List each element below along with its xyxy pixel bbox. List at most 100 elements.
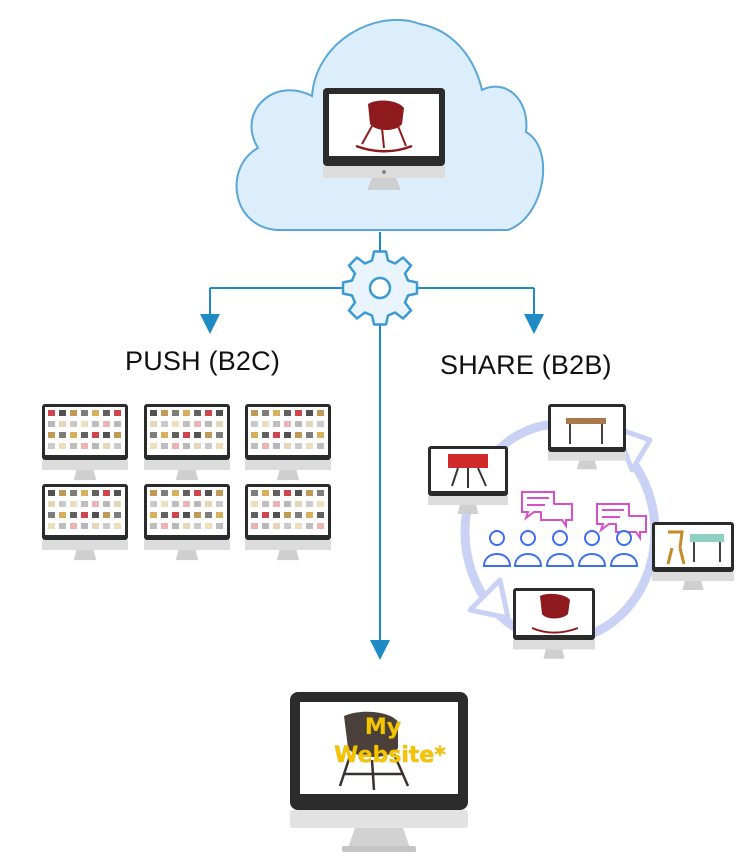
catalog-thumbnail: [48, 501, 55, 507]
catalog-thumbnail: [114, 421, 121, 427]
catalog-thumbnail: [48, 421, 55, 427]
catalog-thumbnail: [92, 410, 99, 416]
catalog-thumbnail: [262, 501, 269, 507]
catalog-thumbnail: [150, 512, 157, 518]
catalog-thumbnail: [81, 421, 88, 427]
person-icon: [609, 530, 639, 567]
catalog-thumbnail: [194, 432, 201, 438]
chat-bubbles: [521, 491, 647, 542]
catalog-thumbnail: [295, 501, 302, 507]
catalog-thumbnail: [92, 512, 99, 518]
catalog-thumbnail: [114, 501, 121, 507]
catalog-thumbnail: [262, 523, 269, 529]
catalog-thumbnail: [161, 432, 168, 438]
catalog-thumbnail: [205, 512, 212, 518]
catalog-thumbnail: [216, 432, 223, 438]
catalog-thumbnail: [161, 410, 168, 416]
catalog-thumbnail: [59, 490, 66, 496]
catalog-thumbnail: [273, 523, 280, 529]
catalog-thumbnail: [70, 432, 77, 438]
catalog-thumbnail: [251, 490, 258, 496]
catalog-thumbnail: [251, 421, 258, 427]
catalog-thumbnail: [150, 443, 157, 449]
catalog-thumbnail: [70, 421, 77, 427]
catalog-thumbnail: [103, 443, 110, 449]
catalog-thumbnail: [284, 501, 291, 507]
catalog-thumbnail: [306, 421, 313, 427]
catalog-thumbnail: [284, 523, 291, 529]
share-label: SHARE (B2B): [440, 350, 612, 380]
catalog-thumbnail: [172, 443, 179, 449]
catalog-monitor: [245, 484, 331, 561]
catalog-thumbnail: [262, 490, 269, 496]
catalog-thumbnail: [284, 410, 291, 416]
catalog-thumbnail: [216, 410, 223, 416]
catalog-thumbnail: [194, 421, 201, 427]
catalog-thumbnail: [251, 432, 258, 438]
catalog-thumbnail: [70, 410, 77, 416]
catalog-thumbnail: [150, 410, 157, 416]
catalog-thumbnail: [161, 421, 168, 427]
people-row: [482, 530, 639, 567]
catalog-thumbnail: [273, 432, 280, 438]
catalog-thumbnail: [216, 523, 223, 529]
catalog-thumbnail: [317, 501, 324, 507]
catalog-monitor: [42, 484, 128, 561]
catalog-thumbnail: [273, 410, 280, 416]
catalog-thumbnail: [81, 501, 88, 507]
brand-line-2: Website*: [334, 743, 446, 768]
catalog-thumbnail: [295, 432, 302, 438]
catalog-thumbnail: [103, 410, 110, 416]
catalog-thumbnail: [59, 501, 66, 507]
catalog-thumbnail: [114, 490, 121, 496]
catalog-thumbnail: [59, 443, 66, 449]
catalog-thumbnail: [251, 501, 258, 507]
catalog-thumbnail: [150, 523, 157, 529]
catalog-thumbnail: [306, 410, 313, 416]
catalog-thumbnail: [273, 490, 280, 496]
catalog-thumbnail: [205, 501, 212, 507]
catalog-thumbnail: [194, 501, 201, 507]
catalog-thumbnail: [251, 410, 258, 416]
catalog-thumbnail: [92, 432, 99, 438]
catalog-thumbnail: [317, 410, 324, 416]
catalog-thumbnail: [172, 523, 179, 529]
catalog-thumbnail: [161, 501, 168, 507]
catalog-thumbnail: [183, 410, 190, 416]
cloud-monitor: [323, 88, 445, 190]
catalog-thumbnail: [262, 443, 269, 449]
catalog-thumbnail: [262, 432, 269, 438]
person-icon: [577, 530, 607, 567]
catalog-thumbnail: [306, 501, 313, 507]
share-monitor: [548, 404, 626, 470]
catalog-thumbnail: [92, 421, 99, 427]
catalog-thumbnail: [103, 523, 110, 529]
catalog-thumbnail: [183, 432, 190, 438]
catalog-thumbnail: [172, 432, 179, 438]
catalog-thumbnail: [172, 512, 179, 518]
catalog-thumbnail: [317, 443, 324, 449]
catalog-thumbnail: [59, 512, 66, 518]
catalog-thumbnail: [161, 523, 168, 529]
catalog-thumbnail: [306, 490, 313, 496]
catalog-thumbnail: [262, 512, 269, 518]
catalog-thumbnail: [194, 443, 201, 449]
catalog-thumbnail: [172, 421, 179, 427]
catalog-thumbnail: [103, 432, 110, 438]
catalog-thumbnail: [284, 432, 291, 438]
catalog-thumbnail: [295, 421, 302, 427]
catalog-thumbnail: [284, 490, 291, 496]
catalog-thumbnail: [306, 443, 313, 449]
catalog-thumbnail: [317, 490, 324, 496]
catalog-thumbnail: [216, 421, 223, 427]
catalog-thumbnail: [114, 432, 121, 438]
catalog-thumbnail: [81, 523, 88, 529]
catalog-thumbnail: [48, 443, 55, 449]
catalog-thumbnail: [103, 512, 110, 518]
catalog-thumbnail: [48, 523, 55, 529]
catalog-thumbnail: [103, 421, 110, 427]
catalog-thumbnail: [251, 443, 258, 449]
catalog-thumbnail: [59, 410, 66, 416]
catalog-thumbnail: [183, 523, 190, 529]
